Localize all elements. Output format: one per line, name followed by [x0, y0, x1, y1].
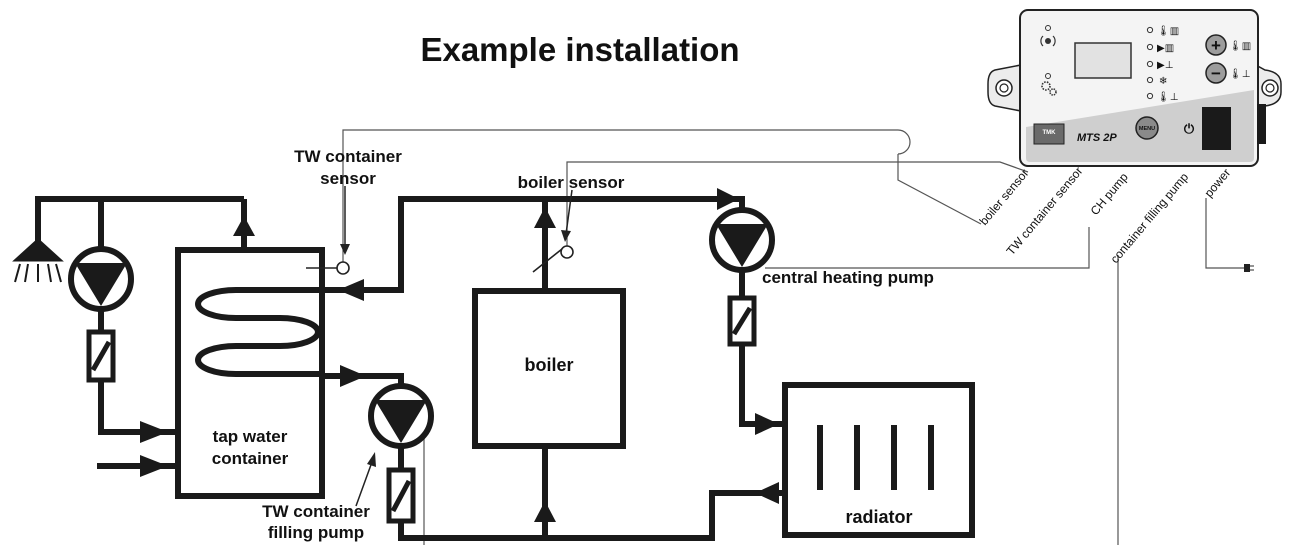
flow-arrow-into-coil — [338, 279, 364, 301]
pump-radiator-icon: ▶▥ — [1157, 43, 1174, 54]
plus-radiator-icon: 🌡︎▥ — [1229, 40, 1251, 52]
radiator — [782, 382, 975, 538]
boiler-label: boiler — [524, 355, 573, 375]
menu-button[interactable]: MENU — [1135, 116, 1159, 140]
flow-arrow-into-container-lower — [140, 455, 168, 477]
brand-badge — [1033, 123, 1065, 145]
plus-button[interactable]: + — [1205, 34, 1227, 56]
flow-arrow-from-radiator — [755, 482, 779, 504]
flow-arrow-coil-out — [340, 365, 366, 387]
svg-text:−: − — [1211, 64, 1221, 83]
tap-water-container-label-line2: container — [212, 449, 289, 468]
wire-label-power: power — [1202, 166, 1234, 200]
diagram-title: Example installation — [420, 31, 739, 68]
flow-arrow-boiler-top — [534, 207, 556, 228]
boiler — [472, 288, 626, 449]
central-heating-pump — [709, 207, 775, 273]
boiler-sensor-pointer-arrow — [565, 189, 573, 235]
minus-button[interactable]: − — [1205, 62, 1227, 84]
filling-pump-label-line2: filling pump — [268, 523, 364, 542]
controller-unit: 🌡︎▥ ▶▥ ▶⊥ ❄ 🌡︎⊥ + 🌡︎▥ − 🌡︎⊥ TMK MTS 2P M… — [987, 9, 1282, 167]
power-icon: ⏻ — [1184, 121, 1195, 136]
tw-container-sensor-icon — [306, 261, 350, 275]
boiler-sensor-label: boiler sensor — [518, 173, 625, 192]
check-valve-ch — [727, 295, 757, 347]
wire-label-ch-pump: CH pump — [1088, 170, 1132, 218]
filling-pump-label-line1: TW container — [262, 502, 370, 521]
svg-text:+: + — [1211, 36, 1221, 55]
filling-pump-pointer-arrow — [355, 461, 373, 507]
central-heating-pump-label: central heating pump — [762, 268, 934, 287]
radiator-fins — [817, 425, 934, 490]
alarm-icon — [1040, 35, 1056, 47]
side-connector — [1257, 104, 1266, 144]
model-name: MTS 2P — [1077, 132, 1117, 144]
thermometer-tap-icon: 🌡︎⊥ — [1157, 91, 1178, 103]
tap-water-container-label-line1: tap water — [213, 427, 288, 446]
power-switch[interactable] — [1202, 107, 1231, 150]
svg-text:MENU: MENU — [1139, 126, 1155, 132]
shower-head-icon — [12, 236, 64, 283]
status-indicators: 🌡︎▥ ▶▥ ▶⊥ ❄ 🌡︎⊥ — [1146, 25, 1179, 103]
snowflake-icon: ❄ — [1159, 76, 1167, 87]
check-valve-left — [86, 329, 116, 383]
lcd-display — [1074, 42, 1132, 79]
minus-tap-icon: 🌡︎⊥ — [1229, 68, 1250, 80]
flow-arrows — [140, 188, 779, 522]
radiator-label: radiator — [845, 507, 912, 527]
check-valve-filling — [386, 467, 416, 524]
flow-arrow-into-container-upper — [140, 421, 168, 443]
tw-sensor-label-line2: sensor — [320, 169, 376, 188]
flow-arrow-boiler-bottom — [534, 501, 556, 522]
thermometer-radiator-icon: 🌡︎▥ — [1157, 25, 1179, 37]
heating-coil — [195, 287, 322, 377]
flow-arrow-up-tw-outlet — [233, 216, 255, 236]
tw-container-filling-pump — [368, 383, 434, 449]
boiler-sensor-icon — [532, 245, 574, 273]
pump-tap-icon: ▶⊥ — [1157, 60, 1173, 71]
wire-labels: boiler sensor TW container sensor CH pum… — [977, 164, 1234, 266]
wire-label-boiler-sensor: boiler sensor — [977, 166, 1032, 228]
signal-wires — [342, 129, 1254, 545]
flow-arrow-to-ch-pump — [717, 188, 739, 210]
brand-badge-text: TMK — [1043, 130, 1057, 136]
gears-icon — [1041, 81, 1057, 96]
flow-arrow-into-radiator — [755, 413, 779, 435]
tw-sensor-label-line1: TW container — [294, 147, 402, 166]
circulation-pump — [68, 246, 134, 312]
